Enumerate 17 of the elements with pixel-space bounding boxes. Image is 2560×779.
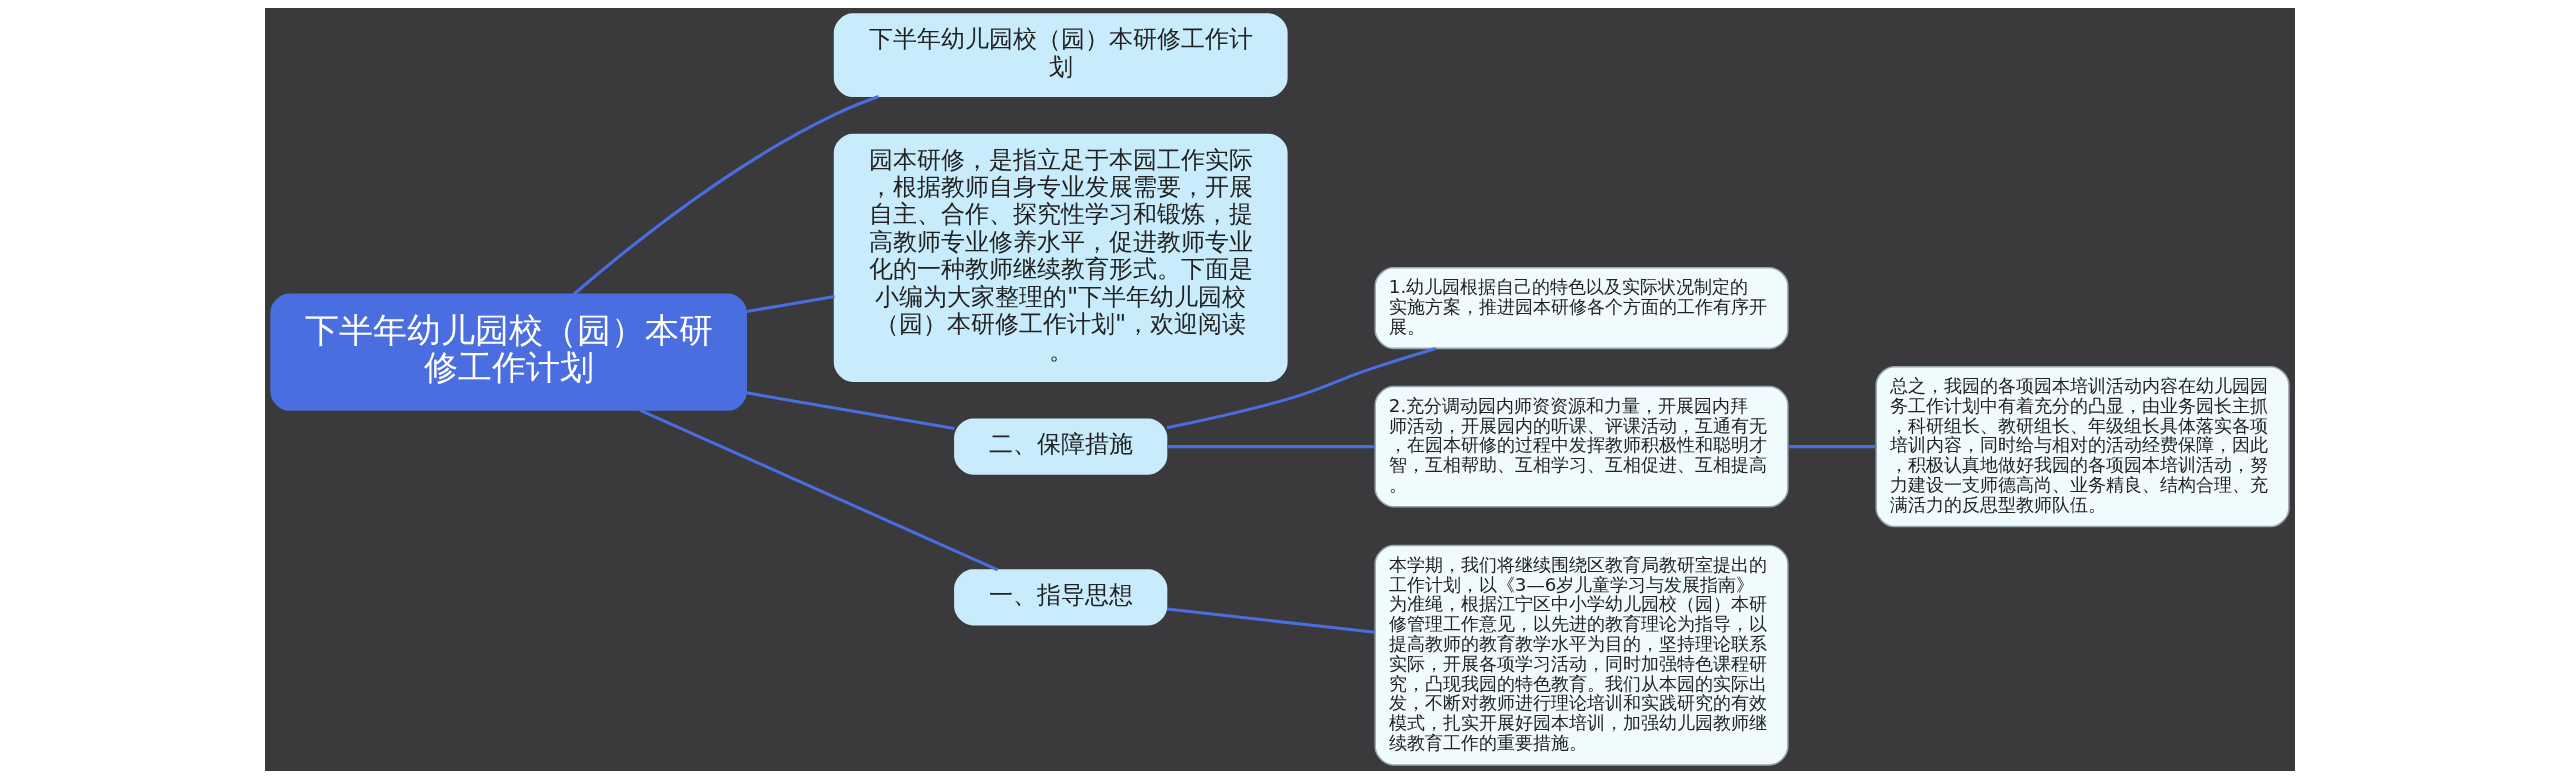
connector [1788,445,1877,449]
connector [572,95,880,296]
node-box: 总之，我园的各项园本培训活动内容在幼儿园园务工作计划中有着充分的凸显，由业务园长主抓，科研组长、教研组长、年级组长具体落实各项培训内容，同时给与相对的活动经费保障，因此，积极认真地做好我园的各项园本培训活动，努力建设一支师德高尚、业务精良、结构合理、充满活力的反思型教师队伍。 [1875,365,2290,528]
connector [1166,607,1375,634]
connector [746,294,835,314]
node-box: 下半年幼儿园校（园）本研修工作计划 [833,13,1288,98]
node-box: 本学期，我们将继续围绕区教育局教研室提出的工作计划，以《3—6岁儿童学习与发展指南》为准绳，根据江宁区中小学幼儿园校（园）本研修管理工作意见，以先进的教育理论为指导，以提高教师的教育教学水平为目的，坚持理论联系实际，开展各项学习活动，同时加强特色课程研究，凸现我园的特色教育。我们从本园的实际出发，不断对教师进行理论培训和实践研究的有效模式，扎实开展好园本培训，加强幼儿园教师继续教育工作的重要措施。 [1374,544,1789,766]
node-box: 园本研修，是指立足于本园工作实际，根据教师自身专业发展需要，开展自主、合作、探究性学习和锻炼，提高教师专业修养水平，促进教师专业化的一种教师继续教育形式。下面是小编为大家整理的"下半年幼儿园校（园）本研修工作计划"，欢迎阅读。 [833,133,1288,382]
node-box: 1.幼儿园根据自己的特色以及实际状况制定的实施方案，推进园本研修各个方面的工作有序开展。 [1374,266,1789,350]
connector [746,391,955,431]
connector [1166,347,1437,430]
connector [1167,445,1375,449]
node-box: 二、保障措施 [954,418,1168,475]
node-box: 下半年幼儿园校（园）本研修工作计划 [270,293,747,411]
connector [639,408,999,572]
node-box: 2.充分调动园内师资资源和力量，开展园内拜师活动，开展园内的听课、评课活动，互通有无，在园本研修的过程中发挥教师积极性和聪明才智，互相帮助、互相学习、互相促进、互相提高。 [1374,385,1789,508]
node-box: 一、指导思想 [954,569,1168,626]
